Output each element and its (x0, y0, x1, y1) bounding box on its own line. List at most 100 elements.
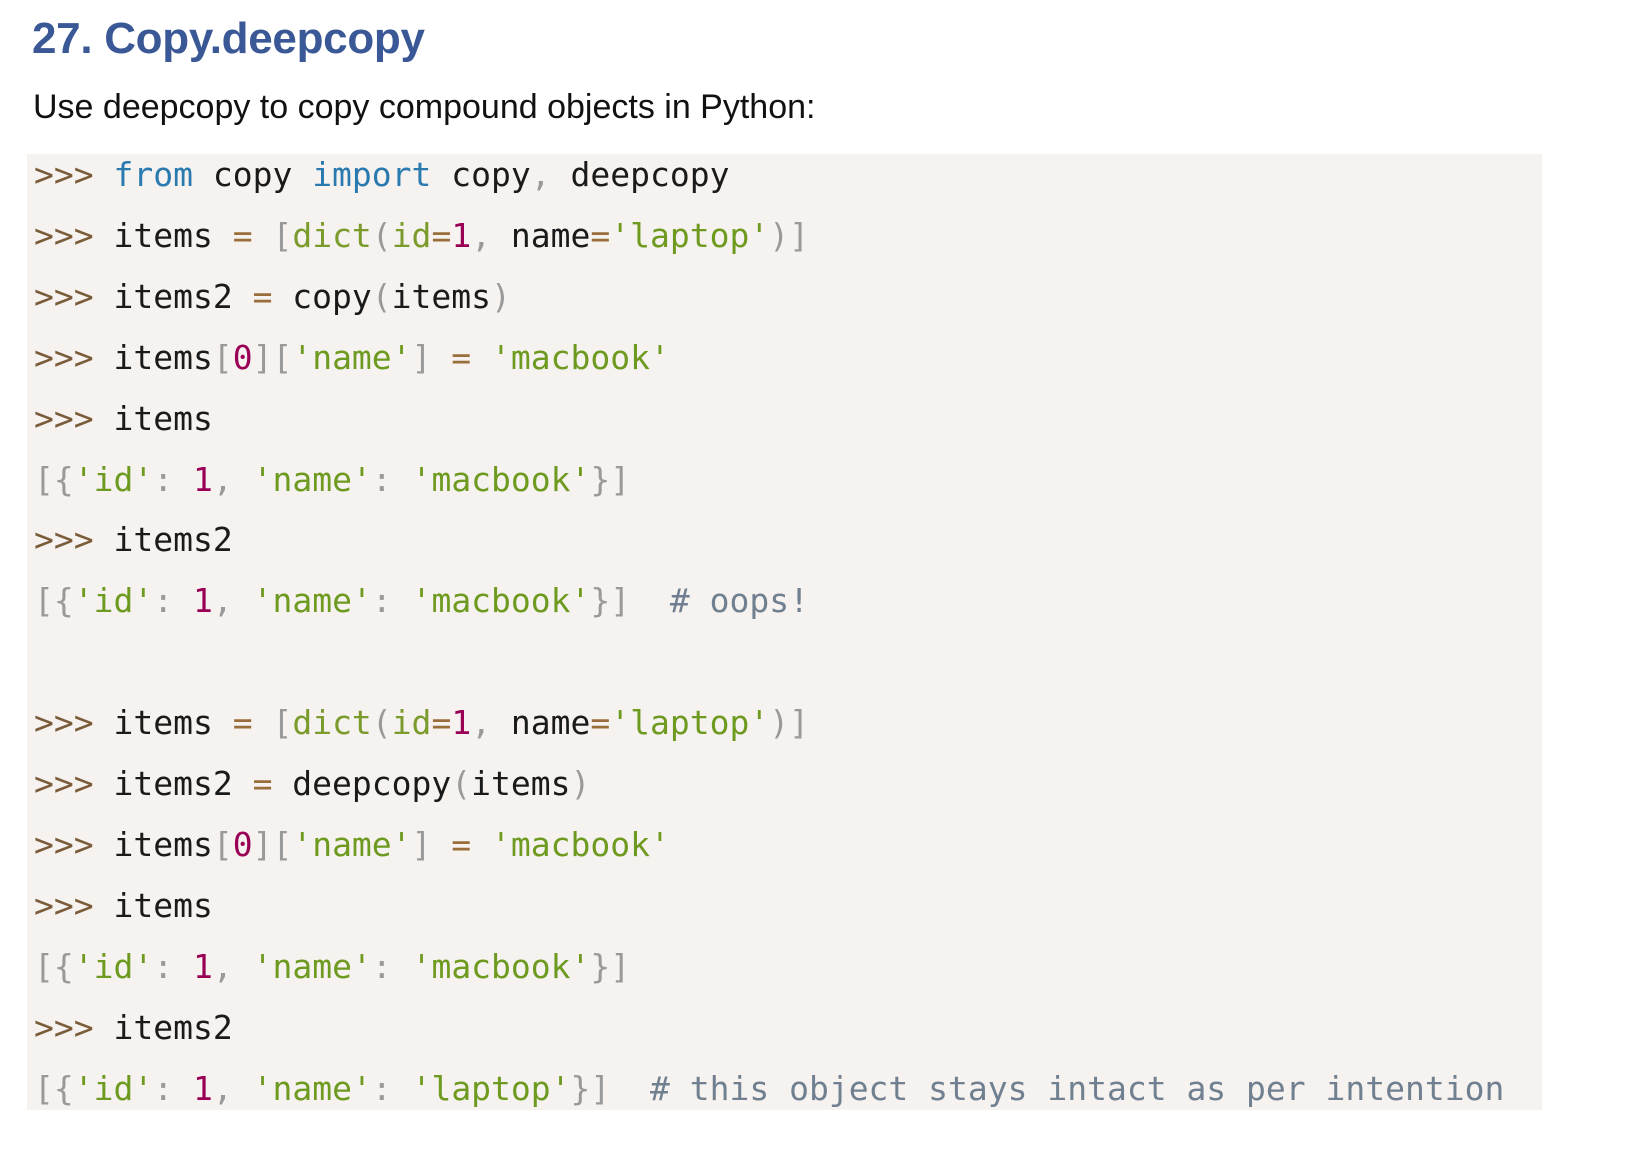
code-token: ( (371, 703, 392, 743)
prompt-token: >>> (34, 520, 114, 560)
code-token: [ (272, 215, 293, 255)
prompt-token: >>> (34, 764, 114, 803)
code-token: ) (769, 215, 790, 255)
code-token: copy (192, 155, 313, 194)
code-token: 1 (192, 946, 213, 986)
code-line: >>> items[0]['name'] = 'macbook' (34, 337, 670, 379)
code-token: = (232, 215, 253, 255)
code-token: items (113, 824, 213, 864)
code-token (471, 338, 491, 377)
code-token (253, 703, 273, 742)
code-line: >>> items2 = copy(items) (34, 276, 511, 318)
code-token (431, 825, 451, 864)
code-token: [{ (34, 459, 74, 499)
code-token: }] (590, 459, 631, 499)
code-token: : (153, 1068, 193, 1108)
code-token: , (530, 155, 551, 194)
prompt-token: >>> (34, 215, 114, 255)
code-token: items (113, 703, 233, 743)
code-token: : (153, 459, 193, 499)
code-line: >>> items = [dict(id=1, name='laptop')] (34, 702, 809, 744)
code-token: ) (491, 276, 511, 316)
code-token: ] (789, 703, 809, 743)
code-line: >>> items (34, 398, 213, 440)
prompt-token: >>> (34, 885, 114, 925)
code-token: 'macbook' (411, 459, 591, 499)
code-token: items (113, 337, 213, 377)
code-token: items (113, 215, 233, 255)
code-token: ] (411, 337, 432, 377)
code-token: ) (570, 764, 591, 803)
code-token: 'macbook' (491, 824, 670, 864)
prompt-token: >>> (34, 1007, 114, 1047)
code-line: >>> items[0]['name'] = 'macbook' (34, 824, 670, 866)
code-token: 'name' (252, 946, 372, 986)
code-token: , (212, 946, 253, 986)
code-token: 'id' (73, 459, 154, 499)
code-token: 1 (192, 459, 213, 499)
code-token: id (391, 215, 432, 255)
code-token: items2 (113, 764, 253, 803)
code-token: ( (451, 764, 472, 803)
code-token: [ (212, 337, 233, 377)
code-line: >>> items = [dict(id=1, name='laptop')] (34, 215, 809, 257)
code-token: ( (371, 215, 392, 255)
code-line: >>> items2 = deepcopy(items) (34, 763, 590, 805)
code-token: items2 (113, 1007, 233, 1047)
code-token: 'macbook' (411, 581, 591, 621)
code-token: # oops! (630, 581, 809, 621)
code-token: 'name' (252, 581, 372, 621)
code-line: [{'id': 1, 'name': 'macbook'}] (34, 946, 630, 988)
section-heading: 27. Copy.deepcopy (32, 14, 425, 63)
code-line: [{'id': 1, 'name': 'laptop'}] # this obj… (34, 1068, 1504, 1110)
code-token: 'id' (73, 581, 154, 621)
code-token: , (212, 1068, 253, 1108)
code-token: items (113, 398, 213, 438)
prompt-token: >>> (34, 703, 114, 743)
code-token: import (312, 155, 432, 194)
code-token: 'name' (292, 337, 412, 377)
prompt-token: >>> (34, 337, 114, 377)
code-token: items (113, 885, 213, 925)
code-token: [{ (34, 946, 74, 986)
code-token: = (451, 824, 472, 864)
code-token (253, 216, 273, 255)
code-line: >>> from copy import copy, deepcopy (34, 154, 729, 196)
code-token: [ (272, 337, 293, 377)
code-token: ( (371, 276, 392, 316)
code-token: : (371, 1068, 412, 1108)
code-token: 'laptop' (411, 1068, 571, 1108)
code-line: >>> items2 (34, 519, 233, 561)
code-token: [ (272, 703, 293, 743)
code-token: deepcopy (550, 155, 730, 194)
code-token: , (471, 215, 492, 255)
code-token: 'macbook' (411, 946, 591, 986)
code-token: = (431, 215, 452, 255)
prompt-token: >>> (34, 398, 114, 438)
code-line: >>> items (34, 885, 213, 927)
code-token: 'laptop' (610, 703, 770, 743)
code-token: 0 (232, 824, 253, 864)
code-token: [ (212, 824, 233, 864)
code-token: }] (590, 946, 631, 986)
code-token: id (391, 703, 432, 743)
code-token: = (431, 703, 452, 743)
code-token: : (371, 946, 412, 986)
code-token: copy (431, 155, 531, 194)
prompt-token: >>> (34, 824, 114, 864)
code-token: = (252, 764, 273, 803)
code-token: : (153, 581, 193, 621)
code-token: items2 (113, 276, 253, 316)
code-token: 1 (192, 1068, 213, 1108)
code-token: , (212, 581, 253, 621)
code-token: 'macbook' (491, 337, 670, 377)
code-token: ) (769, 703, 790, 743)
code-token: dict (292, 703, 372, 743)
code-line: [{'id': 1, 'name': 'macbook'}] (34, 459, 630, 501)
code-token: 'id' (73, 1068, 154, 1108)
code-token: : (153, 946, 193, 986)
code-token: items (471, 764, 571, 803)
code-token: ] (252, 824, 273, 864)
code-token: from (113, 155, 193, 194)
